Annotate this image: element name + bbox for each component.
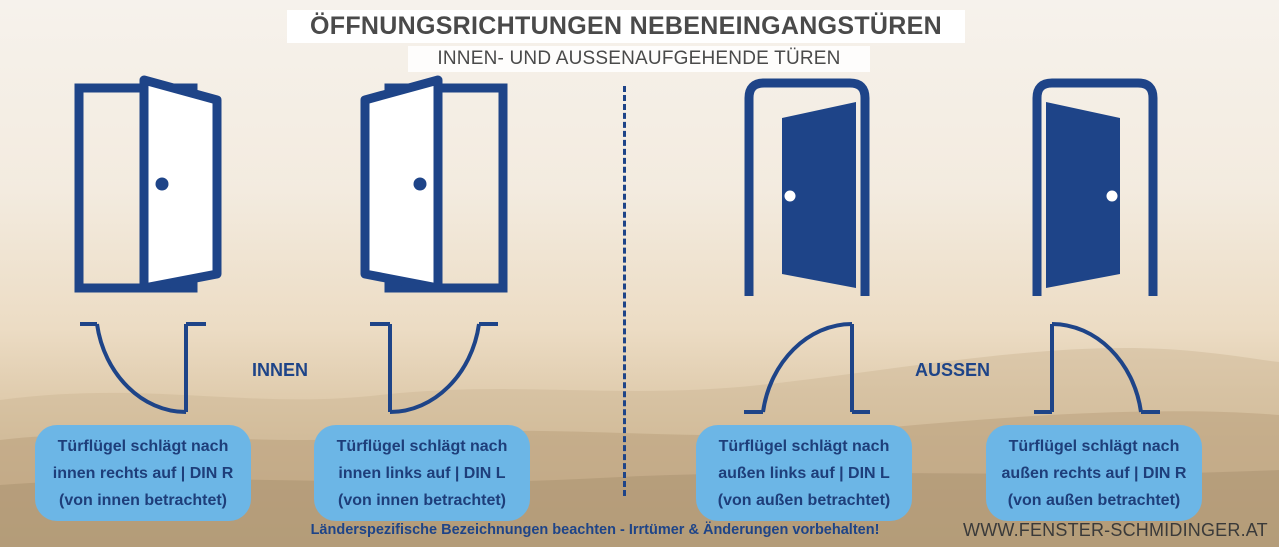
- open-door-inward-right-icon: [74, 75, 222, 293]
- website-url: WWW.FENSTER-SCHMIDINGER.AT: [963, 520, 1268, 540]
- description-line: außen links auf | DIN L: [718, 464, 890, 482]
- description-line: innen links auf | DIN L: [338, 464, 506, 482]
- page-title: ÖFFNUNGSRICHTUNGEN NEBENEINGANGSTÜREN: [310, 12, 942, 40]
- description-line: (von innen betrachtet): [58, 491, 227, 509]
- description-line: (von außen betrachtet): [1007, 491, 1181, 509]
- description-line: Türflügel schlägt nach: [57, 437, 229, 455]
- section-divider: [623, 86, 626, 496]
- open-door-outward-right-icon: [1032, 78, 1158, 296]
- door-description-3: Türflügel schlägt nach außen links auf |…: [696, 425, 912, 521]
- swing-plan-inward-left-icon: [370, 322, 498, 414]
- description-line: außen rechts auf | DIN R: [1001, 464, 1187, 482]
- description-line: (von innen betrachtet): [337, 491, 506, 509]
- aussen-label: AUSSEN: [915, 360, 991, 380]
- description-line: (von außen betrachtet): [717, 491, 891, 509]
- description-line: innen rechts auf | DIN R: [52, 464, 234, 482]
- open-door-inward-left-icon: [360, 75, 508, 293]
- door-description-4: Türflügel schlägt nach außen rechts auf …: [986, 425, 1202, 521]
- subtitle-box: INNEN- UND AUSSENAUFGEHENDE TÜREN: [408, 46, 870, 72]
- page-subtitle: INNEN- UND AUSSENAUFGEHENDE TÜREN: [437, 48, 841, 69]
- swing-plan-outward-left-icon: [744, 322, 870, 414]
- door-description-1: Türflügel schlägt nach innen rechts auf …: [35, 425, 251, 521]
- description-line: Türflügel schlägt nach: [336, 437, 508, 455]
- description-line: Türflügel schlägt nach: [718, 437, 890, 455]
- open-door-outward-left-icon: [744, 78, 870, 296]
- title-box: ÖFFNUNGSRICHTUNGEN NEBENEINGANGSTÜREN: [287, 10, 965, 43]
- swing-plan-outward-right-icon: [1034, 322, 1160, 414]
- swing-plan-inward-right-icon: [80, 322, 206, 414]
- innen-label: INNEN: [252, 360, 309, 380]
- disclaimer-note: Länderspezifische Bezeichnungen beachten…: [310, 522, 880, 538]
- door-description-2: Türflügel schlägt nach innen links auf |…: [314, 425, 530, 521]
- description-line: Türflügel schlägt nach: [1008, 437, 1180, 455]
